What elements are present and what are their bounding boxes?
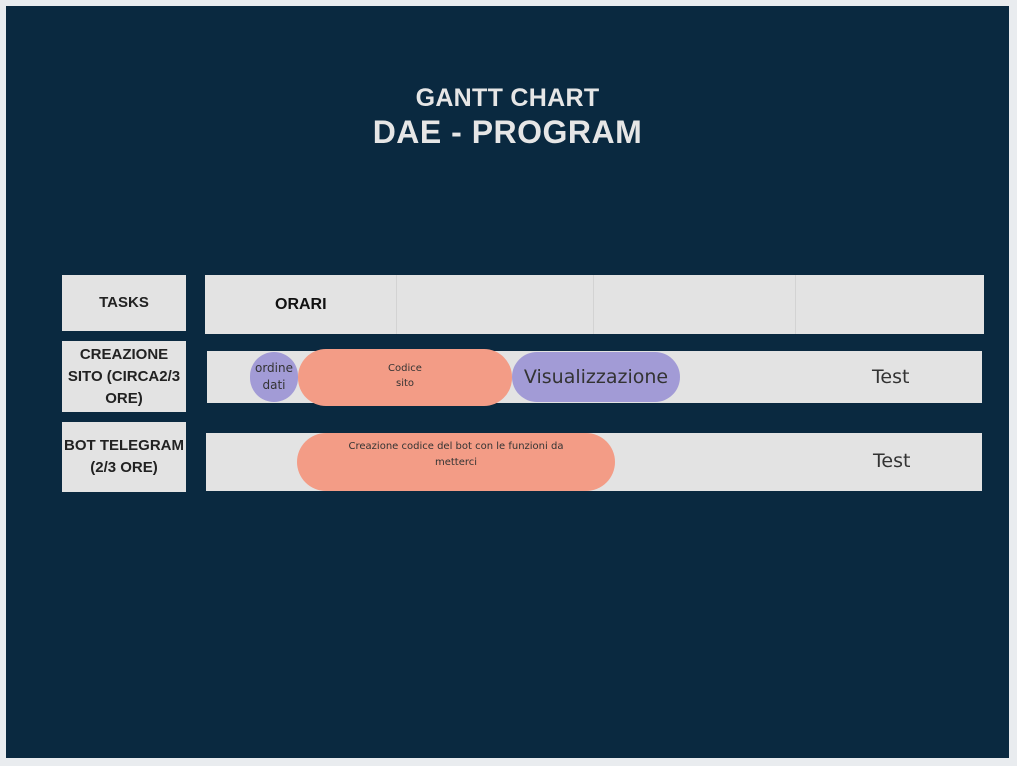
gantt-board: GANTT CHART DAE - PROGRAM TASKS ORARI CR… [6,6,1009,758]
bar-creazione-codice-bot: Creazione codice del bot con le funzioni… [297,433,615,491]
task-label-cell: BOT TELEGRAM (2/3 ORE) [62,422,186,492]
orari-header-cell: ORARI [205,275,984,334]
bar-ordine-dati: ordine dati [250,352,298,402]
orari-header-label: ORARI [275,296,327,313]
task-label-bot-telegram: BOT TELEGRAM (2/3 ORE) [64,437,184,476]
tasks-header-cell: TASKS [62,275,186,331]
bar-label: Visualizzazione [523,366,669,388]
header-divider-1 [396,275,397,334]
end-label-test: Test [873,450,911,472]
task-label-creazione-sito: CREAZIONE SITO (CIRCA2/3 ORE) [67,345,181,407]
end-label-test: Test [872,366,910,388]
bar-visualizzazione: Visualizzazione [512,352,680,402]
bar-label: Codice sito [388,363,422,389]
task-label-cell: CREAZIONE SITO (CIRCA2/3 ORE) [62,341,186,412]
bar-label: ordine dati [254,361,293,392]
header-divider-3 [795,275,796,334]
chart-subtitle: DAE - PROGRAM [372,114,643,150]
tasks-header-label: TASKS [99,294,149,311]
header-divider-2 [593,275,594,334]
bar-label: Creazione codice del bot con le funzioni… [348,441,564,468]
bar-codice-sito: Codice sito [298,349,512,406]
chart-title: GANTT CHART [415,84,600,112]
